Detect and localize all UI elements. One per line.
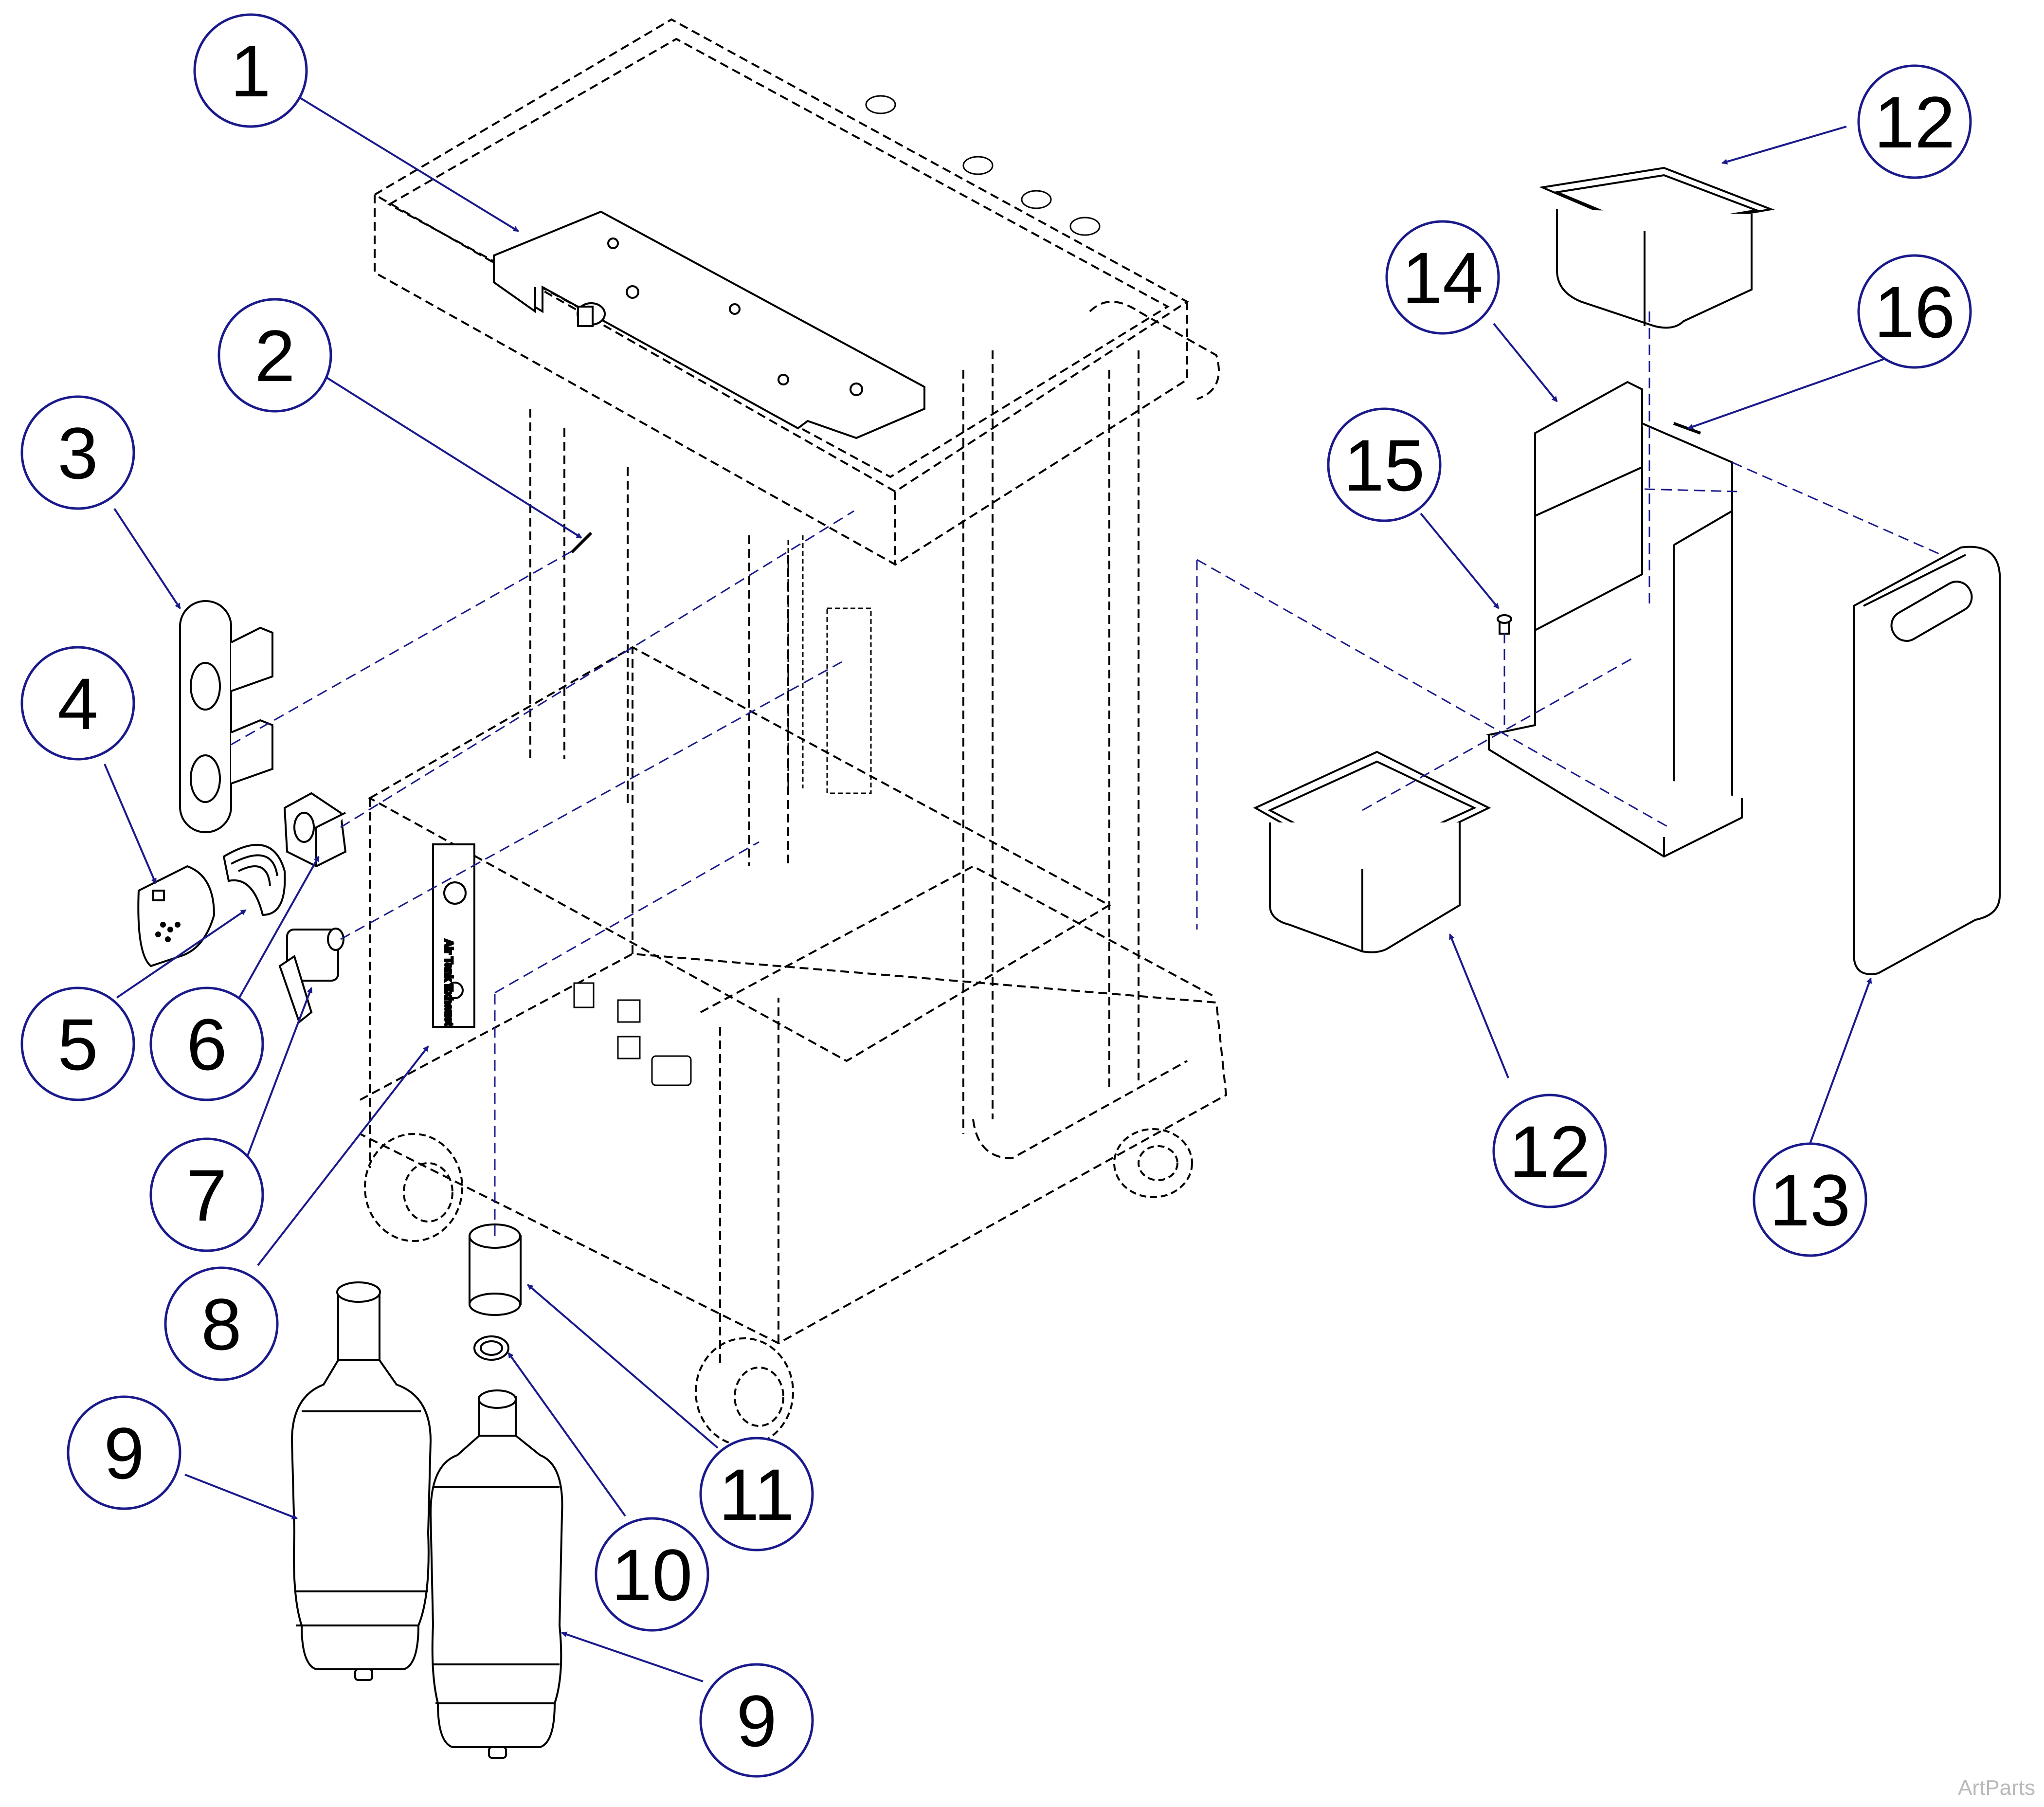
- svg-text:13: 13: [1770, 1159, 1851, 1241]
- svg-text:4: 4: [57, 663, 98, 745]
- callout-4: 4: [20, 646, 135, 761]
- part-clamp: [222, 844, 286, 916]
- part-screw-16: [1673, 422, 1701, 435]
- part-mounting-bracket: [493, 210, 925, 439]
- svg-text:5: 5: [57, 1004, 98, 1085]
- part-screw: [570, 531, 593, 554]
- part-cup-top: [1538, 166, 1775, 329]
- watermark: ArtParts: [1958, 1776, 2035, 1800]
- svg-text:15: 15: [1344, 424, 1425, 506]
- top-knobs: [865, 95, 1101, 236]
- callout-13: 13: [1753, 1142, 1867, 1257]
- part-o-ring: [473, 1335, 509, 1361]
- callout-14: 14: [1385, 220, 1500, 335]
- part-cover-panel: [1853, 546, 2001, 975]
- svg-text:6: 6: [186, 1004, 227, 1085]
- svg-text:2: 2: [254, 315, 295, 397]
- part-fitting: [283, 792, 347, 868]
- callout-5: 5: [20, 986, 135, 1101]
- part-adapter: [469, 1223, 522, 1316]
- part-bottle-left: [290, 1281, 432, 1681]
- svg-text:9: 9: [104, 1412, 144, 1494]
- callout-12a: 12: [1857, 64, 1972, 179]
- callout-3: 3: [20, 395, 135, 510]
- svg-text:12: 12: [1509, 1111, 1591, 1192]
- post-slot: [787, 535, 872, 794]
- callout-12b: 12: [1492, 1094, 1607, 1208]
- svg-text:12: 12: [1874, 81, 1955, 163]
- part-muffler: [137, 865, 216, 967]
- callout-2: 2: [217, 298, 332, 413]
- svg-text:9: 9: [736, 1680, 777, 1762]
- svg-text:7: 7: [186, 1154, 227, 1236]
- svg-text:14: 14: [1402, 237, 1483, 319]
- cart-phantom-outline: [360, 18, 1228, 1368]
- callout-7: 7: [149, 1137, 264, 1252]
- svg-text:16: 16: [1874, 271, 1955, 353]
- callout-10: 10: [595, 1517, 709, 1632]
- callout-9b: 9: [699, 1663, 814, 1778]
- callout-8: 8: [164, 1266, 279, 1381]
- part-cup-bottom: [1253, 750, 1491, 953]
- svg-text:1: 1: [230, 30, 271, 112]
- callout-leaders: [104, 96, 1888, 1682]
- svg-text:3: 3: [57, 412, 98, 494]
- part-handpiece-holder: [179, 600, 273, 833]
- callout-11: 11: [699, 1437, 814, 1551]
- callout-9a: 9: [67, 1395, 181, 1510]
- svg-text:11: 11: [719, 1454, 795, 1535]
- plate-label: Air Tank Exhaust: [443, 939, 455, 1026]
- svg-text:10: 10: [612, 1534, 693, 1616]
- callout-1: 1: [193, 13, 308, 128]
- callout-16: 16: [1857, 254, 1972, 369]
- callout-6: 6: [149, 986, 264, 1101]
- panel-connectors: [573, 982, 692, 1086]
- part-label-plate: Air Tank Exhaust: [432, 843, 475, 1028]
- part-valve: [278, 928, 344, 1024]
- part-cup-holder-bracket: [1486, 381, 1743, 858]
- assembly-lines: [231, 311, 1942, 1236]
- part-screw-15: [1497, 614, 1512, 635]
- callout-15: 15: [1327, 407, 1442, 522]
- callouts: 1 2 3 4 5 6 7 8 9 9 10 11 12 12 13 14 15…: [20, 13, 1972, 1778]
- svg-text:8: 8: [201, 1283, 241, 1365]
- part-bottle-right: [429, 1389, 563, 1759]
